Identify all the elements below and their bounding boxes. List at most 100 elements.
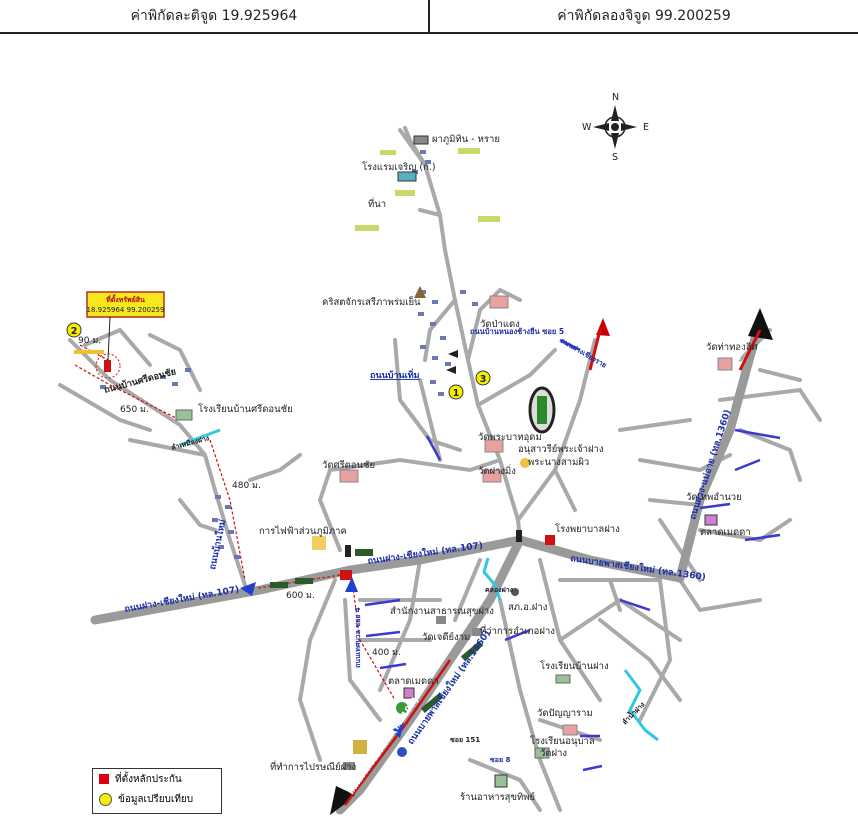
temple-icon-2 (484, 439, 504, 453)
svg-text:ผาภูมิทิน - หราย: ผาภูมิทิน - หราย (432, 134, 500, 145)
svg-text:คริสตจักรเสรีภาพร่มเย็น: คริสตจักรเสรีภาพร่มเย็น (322, 295, 421, 308)
svg-text:ร้านอาหารสุขทิพย์: ร้านอาหารสุขทิพย์ (460, 791, 535, 803)
svg-text:1: 1 (453, 388, 460, 399)
svg-text:ถนนบายพาสเชียงใหม่ (ทล.1360): ถนนบายพาสเชียงใหม่ (ทล.1360) (405, 628, 493, 747)
gas-icon (397, 747, 407, 757)
school-icon (175, 409, 193, 421)
subject-title: ที่ตั้งทรัพย์สิน (106, 293, 145, 304)
compare-marker-2 (66, 322, 82, 338)
svg-text:โรงแรมเจริญ (ก.): โรงแรมเจริญ (ก.) (362, 161, 436, 173)
svg-text:การไฟฟ้าส่วนภูมิภาค: การไฟฟ้าส่วนภูมิภาค (259, 525, 347, 537)
svg-text:วัดฝาง: วัดฝาง (540, 748, 567, 759)
sign-icon (396, 702, 408, 714)
market-icon (704, 514, 718, 526)
svg-text:วัดศรีดอนชัย: วัดศรีดอนชัย (322, 459, 375, 471)
subject-property[interactable]: ที่ตั้งทรัพย์สิน 18.925964 99.200259 (74, 291, 165, 379)
map-legend: ที่ตั้งหลักประกัน ข้อมูลเปรียบเทียบ (92, 768, 222, 814)
blue-road-segments (364, 338, 781, 772)
monument-icon (520, 458, 530, 468)
school-icon-2 (555, 674, 571, 684)
svg-text:วัดพระบาทอุดม: วัดพระบาทอุดม (478, 432, 542, 443)
svg-text:วัดป่าแดง: วัดป่าแดง (480, 319, 520, 330)
svg-text:480 ม.: 480 ม. (232, 481, 261, 491)
longitude-text: ค่าพิกัดลองจิจูด 99.200259 (557, 8, 731, 24)
svg-text:ถนนบ้านเทิ่ม: ถนนบ้านเทิ่ม (370, 368, 420, 381)
highway-red-stripe-n (588, 329, 602, 371)
legend-collateral-label: ที่ตั้งหลักประกัน (115, 773, 182, 785)
highway-red-stripe-ne (738, 329, 762, 371)
place-labels: ผาภูมิทิน - หราย โรงแรมเจริญ (ก.) ที่นา … (198, 134, 758, 803)
phuphamong-icon (413, 135, 429, 145)
legend-row-compare: ข้อมูลเปรียบเทียบ (93, 789, 221, 809)
temple-icon (489, 295, 509, 309)
svg-text:โรงเรียนบ้านฝาง: โรงเรียนบ้านฝาง (540, 660, 609, 672)
police-icon (511, 588, 519, 596)
svg-text:ที่ทำการไปรษณีย์ฝาง: ที่ทำการไปรษณีย์ฝาง (270, 760, 356, 773)
coordinate-bar: ค่าพิกัดละติจูด 19.925964 ค่าพิกัดลองจิจ… (0, 0, 858, 34)
traffic-light-icon (345, 545, 351, 557)
hospital-icon (545, 535, 555, 545)
svg-text:โรงเรียนบ้านศรีดอนชัย: โรงเรียนบ้านศรีดอนชัย (198, 403, 293, 415)
legend-compare-label: ข้อมูลเปรียบเทียบ (118, 793, 194, 805)
school-icon-3 (534, 747, 550, 759)
svg-text:วัดฝางมิ่ง: วัดฝางมิ่ง (478, 464, 516, 477)
compare-marker-1 (448, 384, 464, 400)
arrow-northeast-icon (748, 308, 773, 340)
compass-s: S (612, 152, 618, 163)
temple-icon-5 (717, 357, 733, 371)
svg-text:2: 2 (71, 326, 78, 337)
post-icon (343, 762, 355, 770)
building-blocks (270, 549, 484, 714)
compass-w: W (582, 122, 592, 133)
svg-text:ที่นา: ที่นา (368, 197, 386, 210)
svg-text:สำนักงานสาธารณสุขฝาง: สำนักงานสาธารณสุขฝาง (390, 606, 494, 617)
temple-icon-3 (482, 469, 502, 483)
svg-text:ถนนเทศบาล ซอย 4: ถนนเทศบาล ซอย 4 (354, 607, 362, 668)
legend-row-collateral: ที่ตั้งหลักประกัน (93, 769, 221, 789)
svg-text:3: 3 (480, 374, 487, 385)
traffic-light-icon-2 (516, 530, 522, 542)
svg-text:ตลาดเมดดา: ตลาดเมดดา (700, 527, 751, 538)
coord-divider (428, 0, 430, 32)
emblem-icon (353, 740, 367, 754)
svg-text:คลองฝาง: คลองฝาง (485, 586, 514, 594)
road-network (58, 126, 822, 812)
svg-text:วัดปัญญาราม: วัดปัญญาราม (537, 708, 593, 719)
svg-text:อนุสาวรีย์พระเจ้าฝาง: อนุสาวรีย์พระเจ้าฝาง (518, 443, 604, 455)
pointer-icon-2 (446, 366, 456, 374)
church-icon (414, 286, 426, 298)
svg-text:ที่ว่าการอำเภอฝาง: ที่ว่าการอำเภอฝาง (480, 624, 555, 637)
svg-text:พระนางสามผิว: พระนางสามผิว (528, 457, 589, 468)
svg-text:โรงพยาบาลฝาง: โรงพยาบาลฝาง (555, 523, 620, 535)
svg-text:600 ม.: 600 ม. (286, 591, 315, 601)
blue-arrow-icon-3 (392, 722, 404, 738)
temple-icon-6 (562, 724, 578, 736)
comparison-markers[interactable]: 2 1 3 (66, 322, 491, 400)
legend-yellow-circle (99, 792, 112, 806)
svg-text:วัดเทพอำนวย: วัดเทพอำนวย (686, 492, 742, 503)
compass-rose-icon (593, 105, 637, 149)
market-icon-2 (403, 687, 415, 699)
waterways (179, 428, 659, 742)
subject-coords: 18.925964 99.200259 (87, 306, 165, 314)
svg-text:650 ม.: 650 ม. (120, 405, 149, 415)
map-canvas[interactable]: N S E W (0, 34, 858, 832)
highway-red-stripe (344, 659, 452, 806)
svg-text:ถนนฝางเชียงราย: ถนนฝางเชียงราย (559, 337, 608, 370)
svg-text:วัดเจดีย์งาม: วัดเจดีย์งาม (422, 631, 470, 643)
seven-eleven-icon (340, 570, 352, 580)
svg-text:โรงเรียนอนุบาล: โรงเรียนอนุบาล (530, 735, 595, 747)
office-icon (436, 616, 446, 624)
distance-labels: 90 ม. 650 ม. 480 ม. 600 ม. 400 ม. (78, 336, 401, 658)
blue-arrow-icon (240, 582, 256, 596)
resort-icon (397, 171, 417, 182)
svg-text:ซอย 151: ซอย 151 (450, 736, 480, 744)
svg-text:ซอย 8: ซอย 8 (490, 756, 510, 764)
compass-n: N (612, 92, 619, 103)
field-patches (355, 148, 500, 231)
svg-text:90 ม.: 90 ม. (78, 336, 101, 346)
temple-icon-4 (339, 469, 359, 483)
svg-text:400 ม.: 400 ม. (372, 648, 401, 658)
collateral-marker[interactable] (104, 360, 111, 372)
svg-text:วัดท่าทองลิศ: วัดท่าทองลิศ (706, 342, 758, 353)
